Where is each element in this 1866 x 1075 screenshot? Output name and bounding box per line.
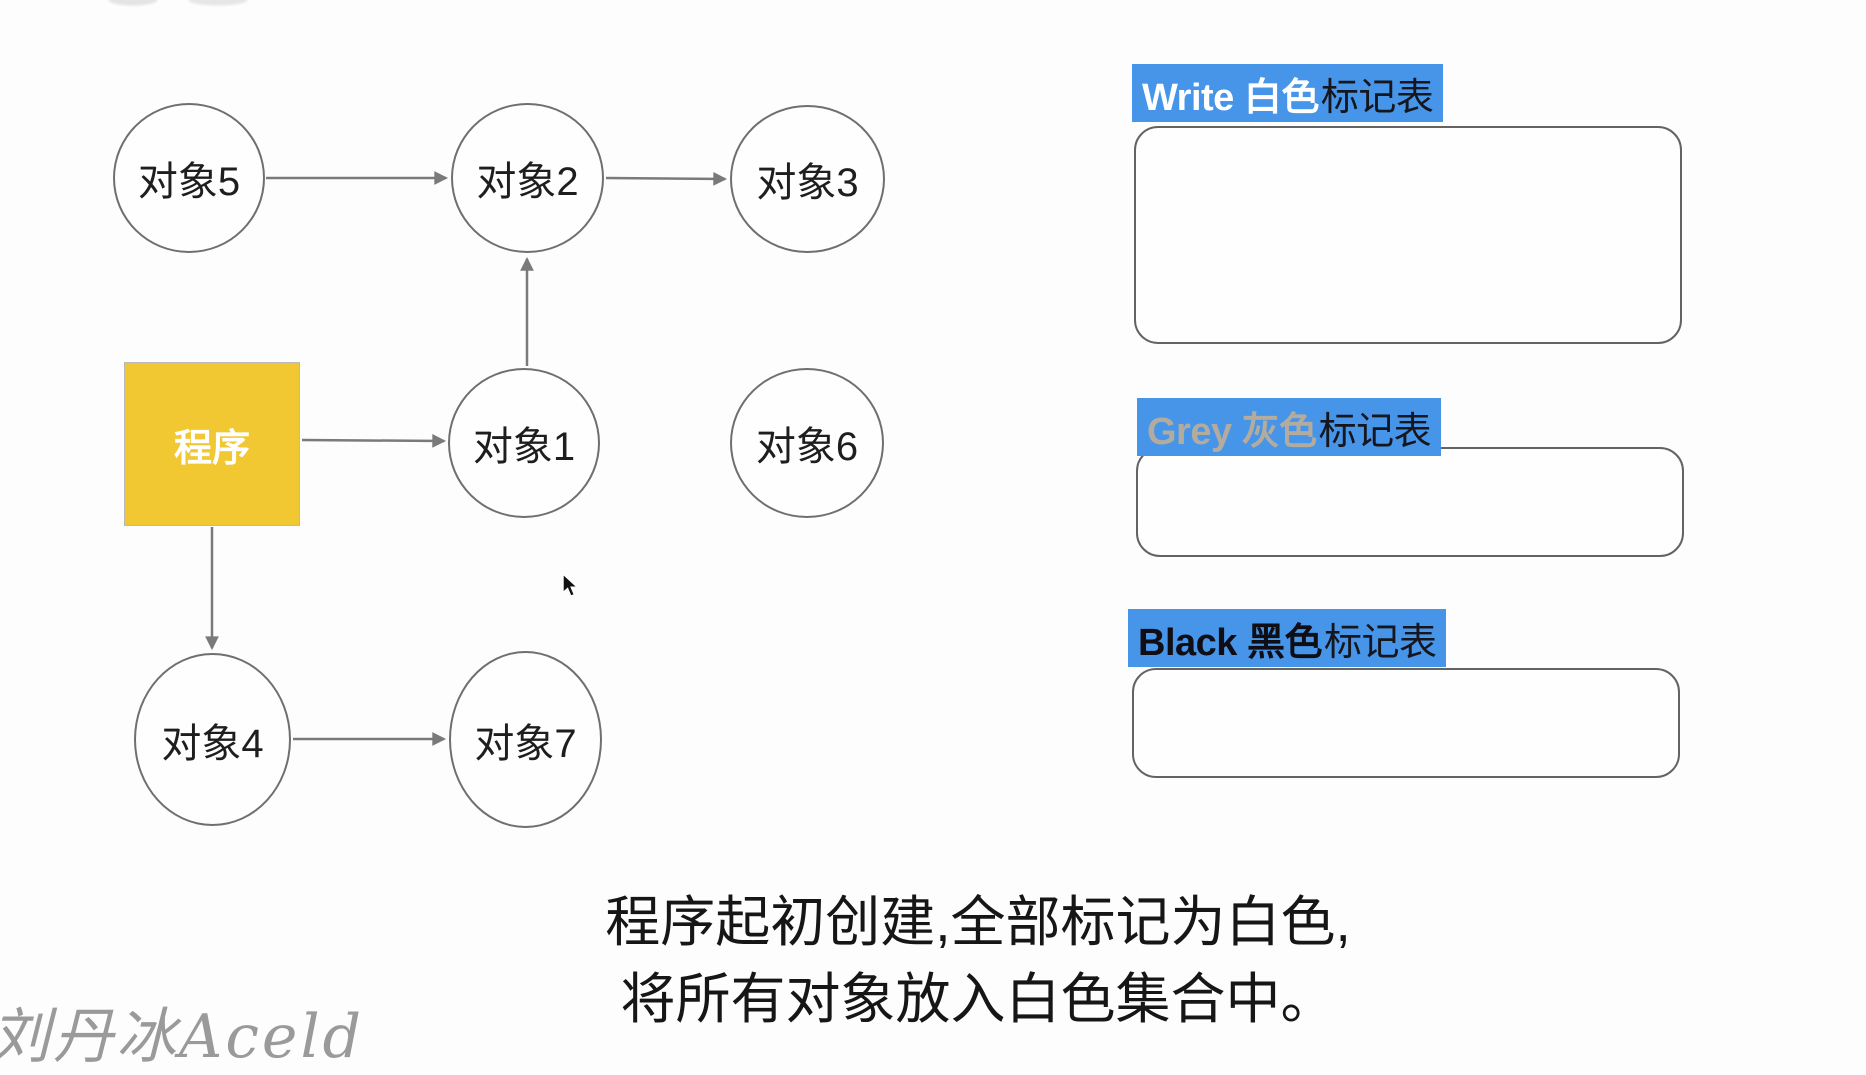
caption-line-2: 将所有对象放入白色集合中。: [620, 968, 1336, 1030]
arrow-obj2-obj3: [605, 172, 728, 186]
mouse-cursor: [562, 573, 580, 598]
caption-line-1: 程序起初创建,全部标记为白色,: [605, 891, 1351, 953]
white-table-title: Write 白色: [1142, 76, 1319, 119]
white-table-suffix: 标记表: [1320, 76, 1434, 119]
node-object3[interactable]: 对象3: [730, 105, 885, 253]
arrow-program-obj1: [301, 434, 447, 448]
node-object2[interactable]: 对象2: [451, 103, 604, 253]
node-object1[interactable]: 对象1: [448, 368, 600, 518]
white-table-box[interactable]: [1134, 126, 1682, 344]
grey-table-suffix: 标记表: [1318, 410, 1432, 453]
black-table-title: Black 黑色: [1138, 621, 1322, 664]
white-table-label[interactable]: Write 白色标记表: [1132, 64, 1444, 122]
black-table-suffix: 标记表: [1323, 621, 1437, 664]
grey-table-title: Grey 灰色: [1147, 410, 1317, 453]
grey-table-box[interactable]: [1136, 447, 1684, 557]
node-object4[interactable]: 对象4: [134, 653, 291, 826]
caption: 程序起初创建,全部标记为白色, 将所有对象放入白色集合中。: [463, 884, 1493, 1038]
node-object5[interactable]: 对象5: [113, 103, 265, 253]
program-box[interactable]: 程序: [124, 362, 300, 526]
top-watermark-remnant: [98, 0, 268, 10]
black-table-box[interactable]: [1132, 668, 1680, 778]
node-object7[interactable]: 对象7: [449, 651, 602, 828]
grey-table-label[interactable]: Grey 灰色标记表: [1137, 398, 1442, 456]
author-watermark: 刘丹冰Aceld: [0, 1002, 365, 1072]
slide-canvas: { "colors": { "background": "#fdfdfd", "…: [0, 0, 1684, 1072]
black-table-label[interactable]: Black 黑色标记表: [1128, 609, 1447, 667]
node-object6[interactable]: 对象6: [730, 368, 884, 518]
